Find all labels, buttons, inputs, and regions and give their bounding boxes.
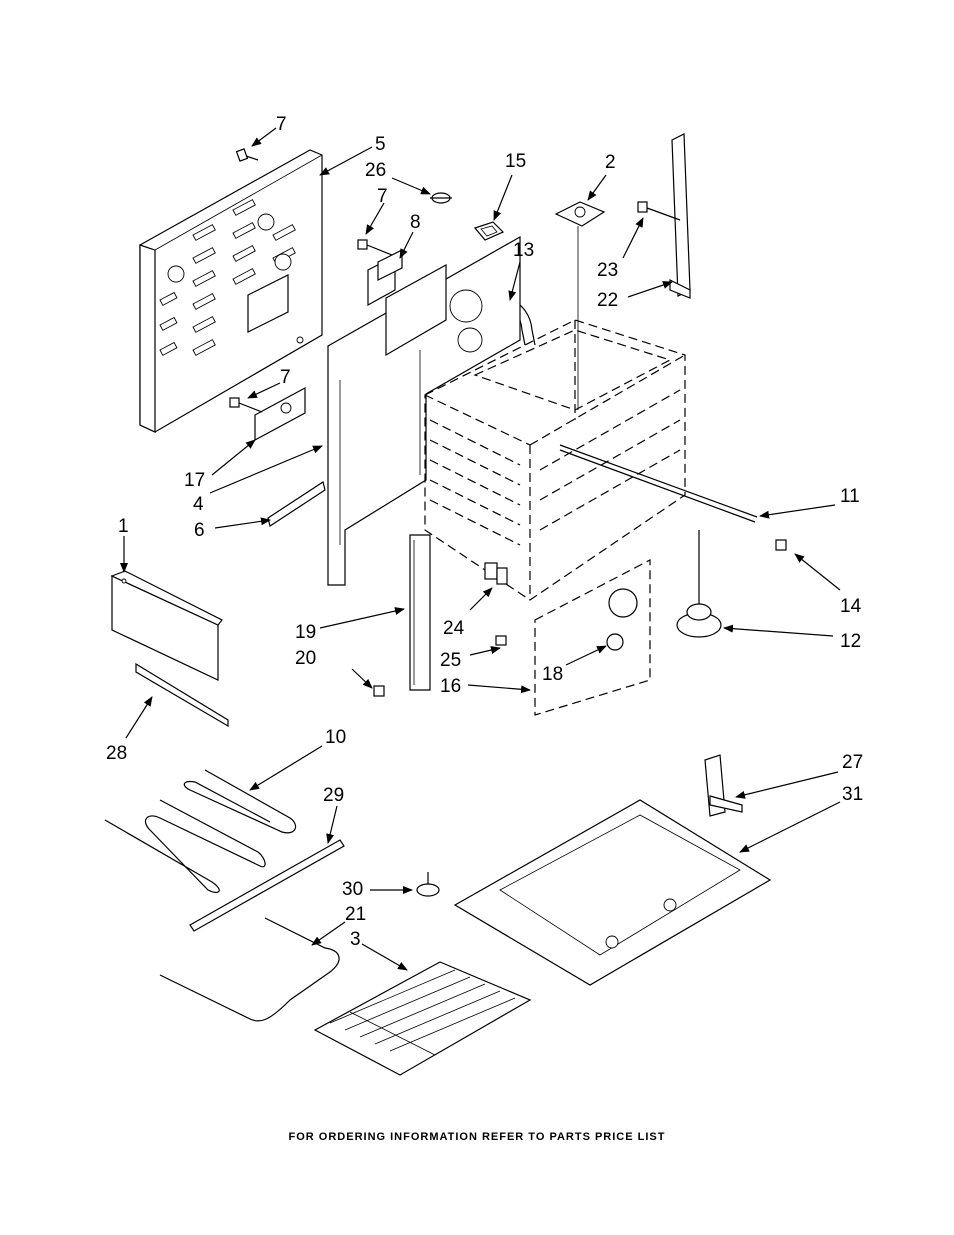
strip-part-28 [135, 662, 229, 728]
switch-part-24 [484, 562, 508, 646]
gasket-part-15 [473, 221, 505, 241]
callout-8: 8 [410, 212, 421, 233]
callout-7-mid: 7 [377, 186, 388, 207]
callout-15: 15 [505, 151, 526, 172]
callout-7-low: 7 [280, 367, 291, 388]
callout-6: 6 [194, 520, 205, 541]
callout-1: 1 [118, 516, 129, 537]
callout-27: 27 [842, 752, 863, 773]
broil-element-part-10 [104, 769, 297, 894]
leader-lines [120, 127, 841, 971]
callout-3: 3 [350, 929, 361, 950]
callout-28: 28 [106, 743, 127, 764]
front-frame-part-4 [327, 235, 521, 586]
light-assembly-part-16 [534, 559, 651, 716]
bracket-part-17 [229, 386, 306, 442]
callout-11: 11 [840, 486, 860, 507]
screw-part-7-top [235, 148, 259, 162]
fan-part-12 [676, 530, 722, 638]
callout-4: 4 [193, 494, 204, 515]
callout-5: 5 [375, 134, 386, 155]
strip-part-19 [373, 534, 431, 697]
rear-panel-part-5 [139, 149, 323, 433]
callout-7-top: 7 [276, 114, 287, 135]
callout-16: 16 [440, 676, 461, 697]
callout-26: 26 [365, 160, 386, 181]
callout-22: 22 [597, 290, 618, 311]
callout-19: 19 [295, 622, 316, 643]
callout-13: 13 [513, 240, 534, 261]
strip-part-29 [189, 839, 345, 932]
callout-labels: 7 5 26 15 2 7 8 13 23 22 7 17 4 11 1 6 1… [106, 114, 863, 950]
callout-29: 29 [323, 785, 344, 806]
callout-20: 20 [295, 648, 316, 669]
oven-cavity [424, 319, 686, 601]
strip-part-6 [267, 481, 326, 527]
callout-2: 2 [605, 152, 616, 173]
callout-14: 14 [840, 596, 862, 617]
clip-part-26 [430, 192, 452, 204]
callout-18: 18 [542, 664, 563, 685]
footer-note: FOR ORDERING INFORMATION REFER TO PARTS … [288, 1131, 666, 1143]
leveling-foot-part-30 [416, 872, 440, 897]
callout-25: 25 [440, 650, 461, 671]
callout-10: 10 [325, 727, 346, 748]
callout-31: 31 [842, 784, 863, 805]
brace-part-22 [637, 133, 691, 299]
bake-element-part-21 [159, 917, 340, 1022]
panel-part-1 [110, 570, 223, 681]
callout-17: 17 [184, 470, 205, 491]
callout-30: 30 [342, 879, 363, 900]
rod-part-11 [559, 444, 787, 551]
callout-24: 24 [443, 618, 465, 639]
callout-12: 12 [840, 631, 861, 652]
callout-21: 21 [345, 904, 366, 925]
bracket-part-27 [704, 754, 743, 817]
base-part-31 [453, 799, 772, 986]
callout-23: 23 [597, 260, 618, 281]
thermostat-part-2 [554, 201, 606, 410]
bracket-part-8 [357, 239, 403, 307]
oven-rack-part-3 [313, 961, 532, 1076]
